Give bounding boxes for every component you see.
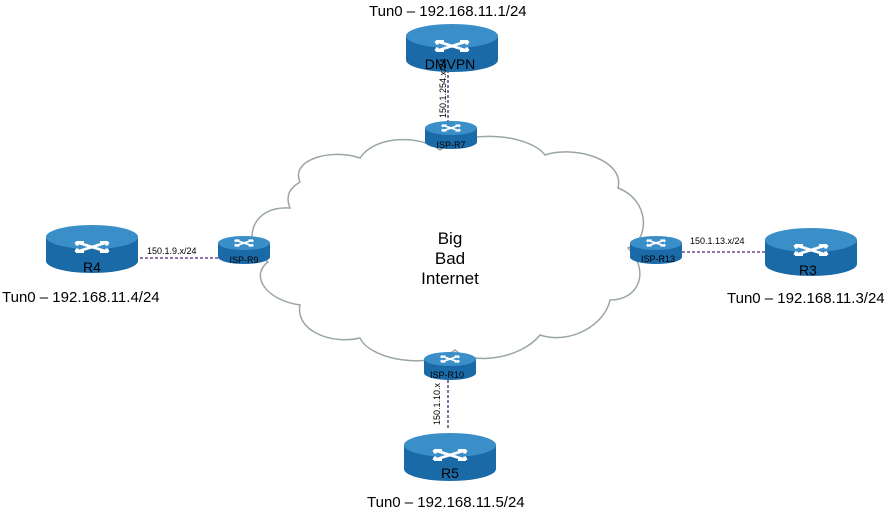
tunnel-label-dmvpn: Tun0 – 192.168.11.1/24 xyxy=(369,3,527,20)
link-label-r10-r5: 150.1.10.x xyxy=(432,382,442,425)
cloud-label-line-2: Bad xyxy=(434,249,466,268)
router-dmvpn xyxy=(406,24,498,72)
router-isp-r13 xyxy=(630,236,682,264)
router-label-isp-r10: ISP-R10 xyxy=(430,370,464,380)
router-label-dmvpn: DMVPN xyxy=(425,56,476,72)
router-r5 xyxy=(404,433,496,481)
router-label-isp-r7: ISP-R7 xyxy=(436,140,465,150)
link-label-dmvpn-r7: 150.1.254.x/24 xyxy=(438,58,448,118)
cloud-label-line-1: Big xyxy=(437,229,463,248)
router-r3 xyxy=(765,228,857,276)
link-label-r13-r3: 150.1.13.x/24 xyxy=(690,236,745,246)
router-label-r3: R3 xyxy=(799,262,817,278)
tunnel-label-r3: Tun0 – 192.168.11.3/24 xyxy=(727,290,885,307)
cloud-label-line-3: Internet xyxy=(421,269,479,288)
router-label-isp-r13: ISP-R13 xyxy=(641,254,675,264)
link-label-r4-r9: 150.1.9.x/24 xyxy=(147,246,197,256)
tunnel-label-r4: Tun0 – 192.168.11.4/24 xyxy=(2,289,160,306)
router-label-isp-r9: ISP-R9 xyxy=(229,255,258,265)
router-isp-r7 xyxy=(425,121,477,149)
tunnel-label-r5: Tun0 – 192.168.11.5/24 xyxy=(367,494,525,511)
router-isp-r9 xyxy=(218,236,270,264)
router-isp-r10 xyxy=(424,352,476,380)
cloud-label: Big Bad Internet xyxy=(410,229,490,289)
router-r4 xyxy=(46,225,138,273)
router-label-r5: R5 xyxy=(441,465,459,481)
router-label-r4: R4 xyxy=(83,259,101,275)
